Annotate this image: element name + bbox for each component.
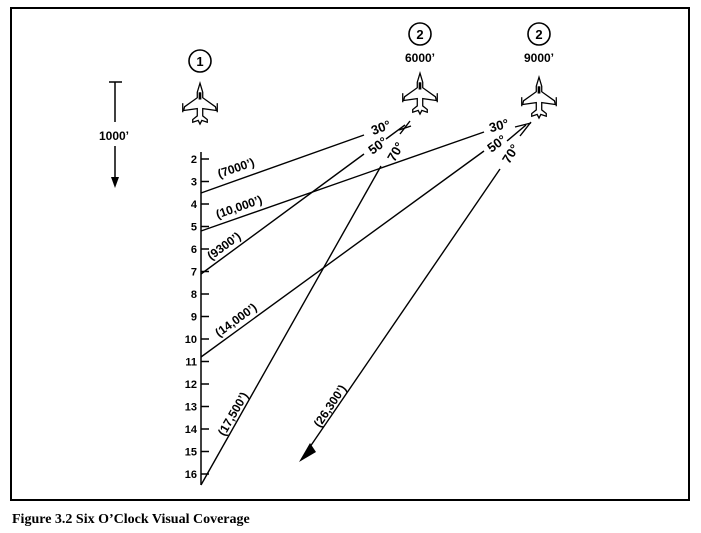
- scale-tick-label: 6: [191, 244, 197, 256]
- range-26300: (26,300’): [311, 382, 349, 430]
- line-70-stub: [519, 121, 532, 137]
- scale-tick-label: 12: [185, 379, 197, 391]
- altitude-scale-arrow: [109, 81, 122, 188]
- angle-30-6000: 30°: [369, 117, 393, 138]
- range-labels: (7000’) (10,000’) (9300’) (14,000’) (17,…: [205, 155, 350, 438]
- aircraft-3-altitude: 9000’: [524, 51, 554, 65]
- sight-lines-6000: [200, 120, 412, 486]
- fighter-jet-icon: [182, 82, 218, 125]
- line-50-stub: [385, 124, 406, 140]
- aircraft-1-badge: 1: [196, 54, 203, 69]
- range-scale: 2 3 4 5 6 7 8 9 10 11 12 13 14 15 16: [185, 152, 209, 485]
- range-7000: (7000’): [216, 155, 257, 181]
- scale-tick-label: 2: [191, 154, 197, 166]
- line-30-to-7000: [200, 134, 365, 194]
- arrowhead-icon: [299, 443, 316, 462]
- scale-tick-label: 5: [191, 222, 197, 234]
- scale-tick-label: 13: [185, 402, 197, 414]
- fighter-jet-icon: [521, 76, 557, 119]
- aircraft-3-9000: 2 9000’: [521, 22, 557, 119]
- fighter-jet-icon: [402, 72, 438, 115]
- aircraft-2-altitude: 6000’: [405, 51, 435, 65]
- line-30-stub: [514, 122, 532, 128]
- sight-lines-9000: [200, 121, 532, 462]
- range-17500: (17,500’): [215, 390, 251, 439]
- line-50-to-14000: [200, 150, 485, 358]
- figure-frame: [10, 7, 690, 501]
- aircraft-3-badge: 2: [535, 27, 542, 42]
- aircraft-2-6000: 2 6000’: [402, 22, 438, 115]
- scale-tick-label: 7: [191, 267, 197, 279]
- scale-tick-label: 15: [185, 447, 197, 459]
- aircraft-1: 1: [182, 49, 218, 125]
- aircraft-2-badge: 2: [416, 27, 423, 42]
- scale-tick-label: 9: [191, 312, 197, 324]
- scale-tick-label: 10: [185, 334, 197, 346]
- line-70-to-26300: [300, 168, 501, 461]
- line-70-stub: [399, 120, 411, 135]
- scale-tick-label: 4: [191, 199, 198, 211]
- angle-labels-9000: 30° 50° 70°: [484, 116, 522, 166]
- line-50-to-9300: [200, 153, 365, 275]
- figure-caption: Figure 3.2 Six O’Clock Visual Coverage: [12, 512, 250, 527]
- scale-tick-label: 16: [185, 469, 197, 481]
- scale-tick-label: 11: [185, 357, 197, 369]
- line-30-to-10000: [200, 131, 485, 232]
- angle-labels-6000: 30° 50° 70°: [365, 117, 407, 164]
- angle-30-9000: 30°: [487, 116, 510, 136]
- line-50-stub: [506, 124, 527, 142]
- scale-label: 1000’: [99, 129, 129, 143]
- scale-tick-label: 3: [191, 177, 197, 189]
- scale-tick-label: 14: [185, 424, 198, 436]
- scale-tick-label: 8: [191, 289, 197, 301]
- line-70-to-17500: [200, 165, 382, 486]
